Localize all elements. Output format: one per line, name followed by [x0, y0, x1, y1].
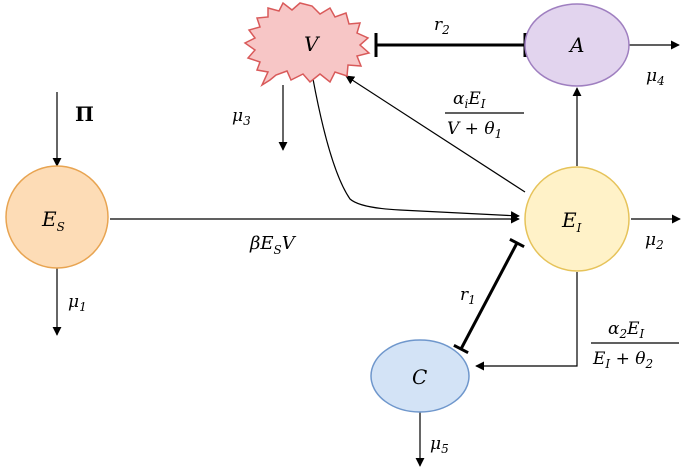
mu4-label: μ4: [646, 66, 665, 88]
fraction-ctl-activation: α2EI EI + θ2: [591, 319, 679, 371]
mu3-label: μ3: [232, 106, 251, 128]
pi-label: Π: [75, 102, 94, 126]
v-label: V: [304, 32, 321, 56]
ei-to-c-arrow: [475, 272, 578, 371]
frac2-numerator: α2EI: [608, 319, 645, 341]
node-es: [5, 165, 109, 269]
frac1-numerator: αiEI: [453, 89, 486, 111]
r2-label: r2: [434, 15, 450, 37]
c-label: C: [412, 365, 427, 389]
frac1-denominator: V + θ1: [447, 119, 502, 141]
r1-label: r1: [460, 285, 476, 307]
es-label: ES: [41, 207, 65, 234]
mu5-label: μ5: [430, 434, 449, 456]
r2-inhibition-edge: [374, 33, 527, 57]
node-c: [370, 339, 470, 413]
a-label: A: [568, 33, 584, 57]
virus-to-ei-arrow: [312, 78, 520, 221]
ei-label: EI: [561, 208, 582, 235]
node-ei: [524, 166, 630, 272]
fraction-virus-production: αiEI V + θ1: [445, 89, 524, 141]
frac2-denominator: EI + θ2: [592, 349, 653, 371]
mu2-label: μ2: [645, 230, 664, 252]
node-v: [243, 1, 371, 87]
r1-inhibition-edge: [453, 237, 525, 355]
node-a: [524, 3, 630, 87]
beta-label: βESV: [249, 233, 297, 257]
ei-to-virus-arrow: [345, 75, 526, 193]
mu1-label: μ1: [68, 292, 87, 314]
